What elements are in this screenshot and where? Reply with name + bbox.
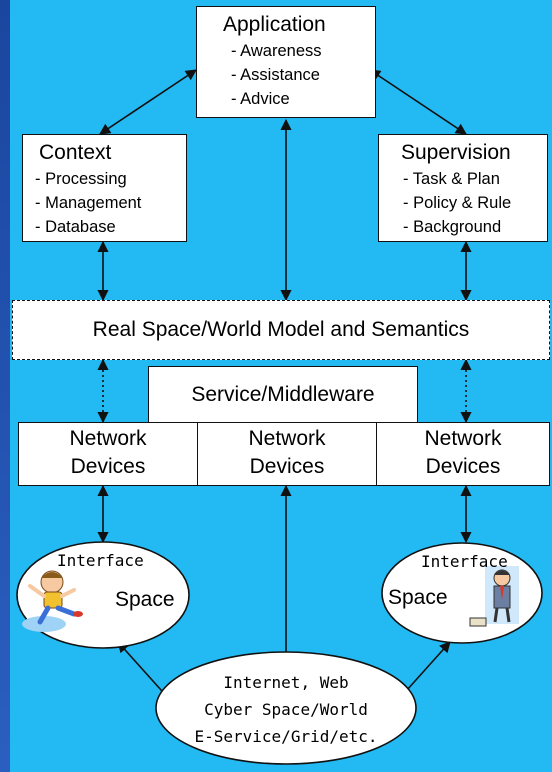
network-devices-line1: Network: [248, 427, 326, 450]
middleware-box: Service/Middleware: [148, 366, 418, 424]
network-devices-right: Network Devices: [376, 422, 550, 486]
network-devices-line1: Network: [424, 427, 502, 450]
arrow-app-supervision: [369, 69, 467, 135]
context-item: - Database: [35, 218, 116, 236]
application-item: - Advice: [231, 90, 290, 108]
network-devices-line2: Devices: [425, 455, 501, 478]
interface-right-label1: Interface: [421, 552, 508, 571]
network-devices-line2: Devices: [249, 455, 325, 478]
network-devices-left: Network Devices: [18, 422, 198, 486]
internet-line2: Cyber Space/World: [204, 700, 368, 719]
application-title: Application: [223, 13, 326, 36]
world-model-label: Real Space/World Model and Semantics: [92, 318, 470, 341]
supervision-item: - Task & Plan: [403, 170, 500, 188]
interface-left-label1: Interface: [57, 551, 144, 570]
context-item: - Processing: [35, 170, 127, 188]
supervision-item: - Background: [403, 218, 502, 236]
application-item: - Awareness: [231, 42, 322, 60]
supervision-title: Supervision: [401, 141, 511, 164]
network-devices-center: Network Devices: [197, 422, 377, 486]
network-devices-line1: Network: [69, 427, 147, 450]
context-box: Context - Processing - Management - Data…: [22, 134, 187, 242]
supervision-item: - Policy & Rule: [403, 194, 512, 212]
interface-left-label2: Space: [115, 588, 175, 611]
context-item: - Management: [35, 194, 142, 212]
middleware-label: Service/Middleware: [191, 383, 375, 406]
internet-line3: E-Service/Grid/etc.: [194, 727, 378, 746]
context-title: Context: [39, 141, 112, 164]
world-model-box: Real Space/World Model and Semantics: [12, 300, 550, 360]
application-box: Application - Awareness - Assistance - A…: [196, 6, 376, 118]
internet-line1: Internet, Web: [223, 673, 349, 692]
application-item: - Assistance: [231, 66, 320, 84]
arrow-app-context: [99, 69, 197, 135]
network-devices-line2: Devices: [70, 455, 146, 478]
supervision-box: Supervision - Task & Plan - Policy & Rul…: [378, 134, 548, 242]
interface-right-label2: Space: [388, 586, 448, 609]
